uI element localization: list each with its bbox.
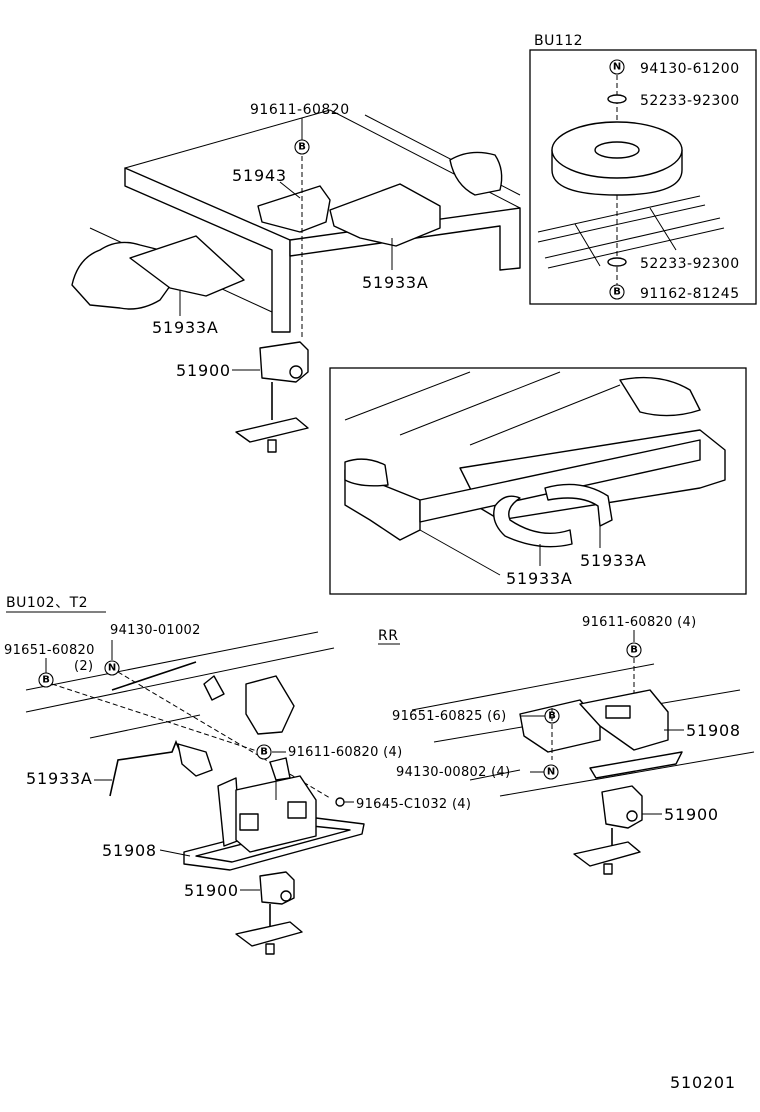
carrier-bracket-51943 xyxy=(257,185,331,233)
diagram-number: 510201 xyxy=(670,1073,736,1092)
washer-bottom xyxy=(607,257,627,267)
part-91162-81245: 91162-81245 xyxy=(640,286,740,302)
bu112-frame xyxy=(529,49,757,305)
inset-frame-structure xyxy=(344,371,726,576)
part-51900-right: 51900 xyxy=(664,805,719,824)
part-52233-92300-top: 52233-92300 xyxy=(640,93,740,109)
nut-symbol xyxy=(609,59,625,75)
nut-symbol xyxy=(104,660,120,676)
bolt-symbol xyxy=(294,139,310,155)
washer-top xyxy=(607,94,627,104)
rr-assembly: RR 91611-60820 (4) B 91651-60825 (6) B 5… xyxy=(378,615,755,875)
nut-symbol-letter: N xyxy=(108,663,116,674)
bolt-symbol-letter: B xyxy=(260,747,268,758)
bolt-symbol xyxy=(626,642,642,658)
nut-symbol-letter: N xyxy=(613,62,621,73)
bracket-51933a-right xyxy=(329,183,441,247)
part-51900-left: 51900 xyxy=(184,881,239,900)
hanger-51900-top xyxy=(235,341,309,453)
bu102-assembly: BU102、T2 94130-01002 N 91651-60820 (2) B… xyxy=(4,595,471,955)
part-91611-60820-top: 91611-60820 xyxy=(250,102,350,118)
part-91651-60820: 91651-60820 xyxy=(4,643,95,658)
bolt-symbol-letter: B xyxy=(42,675,50,686)
hook-inset: 51933A 51933A xyxy=(329,367,747,595)
hook-inset-frame xyxy=(329,367,747,595)
rr-bracket-plate xyxy=(519,699,601,753)
part-51933a-left: 51933A xyxy=(152,318,219,337)
rr-label: RR xyxy=(378,628,398,644)
carrier-51908-right xyxy=(579,689,669,751)
part-51933a-inset-b: 51933A xyxy=(580,551,647,570)
bu112-label: BU112 xyxy=(534,33,583,49)
screw-91645 xyxy=(335,797,345,807)
carrier-51908-left xyxy=(183,757,365,871)
part-91651-60825: 91651-60825 (6) xyxy=(392,709,506,724)
rr-bar xyxy=(589,751,683,779)
part-51933a-right: 51933A xyxy=(362,273,429,292)
inset-frame-rails xyxy=(537,195,725,269)
bolt-symbol-letter: B xyxy=(613,287,621,298)
part-94130-01002: 94130-01002 xyxy=(110,623,201,638)
part-51933a-inset-a: 51933A xyxy=(506,569,573,588)
bolt-symbol xyxy=(609,284,625,300)
part-91611-60820-4-low: 91611-60820 (4) xyxy=(288,745,402,760)
support-rod xyxy=(111,661,197,691)
hook-a xyxy=(493,495,573,548)
part-51933a-low: 51933A xyxy=(26,769,93,788)
hook-b xyxy=(544,483,613,527)
part-94130-61200: 94130-61200 xyxy=(640,61,740,77)
top-assembly: 91611-60820 B 51943 51933A 51933A xyxy=(71,102,521,453)
part-51908-right: 51908 xyxy=(686,721,741,740)
bolt-symbol xyxy=(256,744,272,760)
bolt-symbol-letter: B xyxy=(630,645,638,656)
nut-symbol-letter: N xyxy=(547,767,555,778)
nut-symbol xyxy=(543,764,559,780)
bu112-inset: BU112 N 94130-61200 52233-92300 52233-92… xyxy=(529,33,757,305)
bracket-51933a-left xyxy=(129,235,245,297)
part-51943: 51943 xyxy=(232,166,287,185)
bolt-symbol-letter: B xyxy=(298,142,306,153)
hanger-51900-left xyxy=(235,871,303,955)
part-51900-top: 51900 xyxy=(176,361,231,380)
part-94130-00802: 94130-00802 (4) xyxy=(396,765,510,780)
part-91611-60820-4-right: 91611-60820 (4) xyxy=(582,615,696,630)
crossmember-end xyxy=(449,151,503,196)
bu102-label: BU102、T2 xyxy=(6,595,88,611)
part-52233-92300-bottom: 52233-92300 xyxy=(640,256,740,272)
part-91645-c1032: 91645-C1032 (4) xyxy=(356,797,471,812)
part-51908-left: 51908 xyxy=(102,841,157,860)
spare-tire xyxy=(551,121,683,196)
rail-bracket xyxy=(245,675,295,735)
hanger-51900-right xyxy=(573,785,643,875)
qty-2: (2) xyxy=(74,659,93,674)
